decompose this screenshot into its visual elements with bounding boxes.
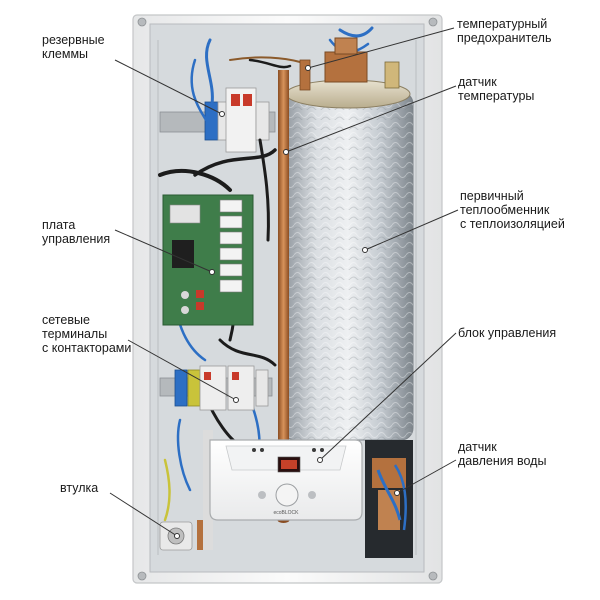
control-unit: ecoBLOCK — [203, 430, 363, 550]
leader-heat-exchanger — [364, 209, 459, 251]
back-plate-slots — [157, 40, 417, 555]
label-temp-sensor: датчик температуры — [458, 75, 535, 103]
label-temp-fuse: температурный предохранитель — [457, 17, 552, 45]
panel-brand: ecoBLOCK — [273, 510, 299, 516]
leader-reserve-terminals — [114, 59, 223, 115]
leader-control-unit — [319, 332, 457, 461]
control-board — [162, 194, 254, 326]
label-control-unit: блок управления — [458, 326, 557, 340]
housing-screws — [137, 17, 438, 581]
leader-bushing — [109, 492, 178, 537]
label-network-terminals: сетевые терминалы с контакторами — [42, 313, 132, 355]
leader-temp-sensor — [285, 85, 457, 153]
label-reserve-terminals: резервные клеммы — [42, 33, 105, 61]
label-heat-exchanger: первичный теплообменник с теплоизоляцией — [460, 189, 565, 231]
leader-temp-fuse — [307, 27, 455, 69]
label-control-board: плата управления — [42, 218, 111, 246]
heat-exchanger — [282, 37, 414, 441]
leader-pressure-sensor — [396, 459, 457, 494]
leader-control-board — [114, 229, 213, 273]
label-bushing: втулка — [60, 481, 99, 495]
label-pressure-sensor: датчик давления воды — [458, 440, 547, 468]
pressure-sensor-area — [365, 440, 413, 558]
network-terminals — [159, 365, 273, 411]
leader-network-terminals — [127, 339, 237, 401]
leader-lines — [109, 27, 459, 539]
din-rail-top — [159, 87, 276, 153]
